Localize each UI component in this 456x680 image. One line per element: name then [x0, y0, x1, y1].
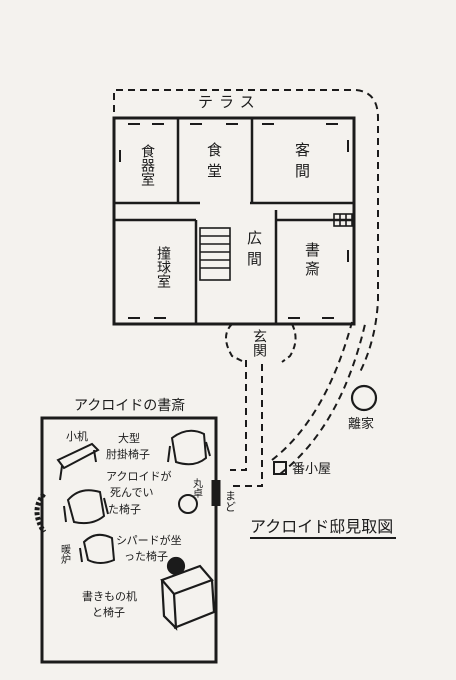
study-inset-title: アクロイドの書斎: [74, 397, 185, 414]
writing-desk-label: と椅子: [92, 605, 125, 619]
path-to-window: [230, 360, 247, 471]
fireplace-icon: [34, 492, 47, 534]
death-chair-label: た椅子: [108, 502, 141, 516]
study-inset-box: [40, 416, 218, 664]
drawing-room-label: 客間: [293, 142, 311, 184]
terrace-outline: [113, 89, 379, 373]
sheppard-chair-label: った椅子: [124, 549, 168, 563]
small-desk-label: 小机: [66, 429, 88, 443]
writing-desk-icon: [160, 556, 216, 631]
armchair-icon: [167, 429, 211, 466]
armchair-icon: [63, 489, 109, 525]
stairs-icon: [199, 213, 353, 281]
window-label: まど: [224, 490, 237, 512]
round-table-label: 丸卓: [191, 477, 203, 498]
entrance-label: 玄関: [251, 328, 267, 358]
path-to-lodge: [271, 321, 353, 461]
round-table-icon: [178, 494, 198, 514]
big-armchair-label: 肘掛椅子: [106, 447, 150, 461]
terrace-label: テラス: [198, 93, 261, 111]
billiard-label: 撞球室: [155, 246, 171, 288]
map-title: アクロイド邸見取図: [250, 517, 393, 536]
dining-label: 食堂: [205, 142, 223, 184]
entrance-outline: [225, 323, 297, 363]
sheppard-chair-label: シパードが坐: [116, 533, 182, 547]
armchair-icon: [79, 533, 116, 564]
annex-label: 離家: [348, 416, 374, 432]
annex-icon: [350, 384, 378, 412]
fireplace-label: 暖炉: [59, 543, 71, 565]
writing-desk-label: 書きもの机: [82, 589, 137, 603]
study-label: 書斎: [303, 242, 321, 280]
lodge-label: 番小屋: [292, 462, 331, 477]
small-desk-icon: [56, 442, 100, 481]
lodge-icon: [273, 461, 287, 475]
big-armchair-label: 大型: [118, 431, 140, 445]
death-chair-label: 死んでい: [110, 486, 153, 499]
death-chair-label: アクロイドが: [106, 469, 171, 483]
pantry-label: 食器室: [139, 143, 155, 186]
hall-label: 広間: [245, 230, 263, 272]
